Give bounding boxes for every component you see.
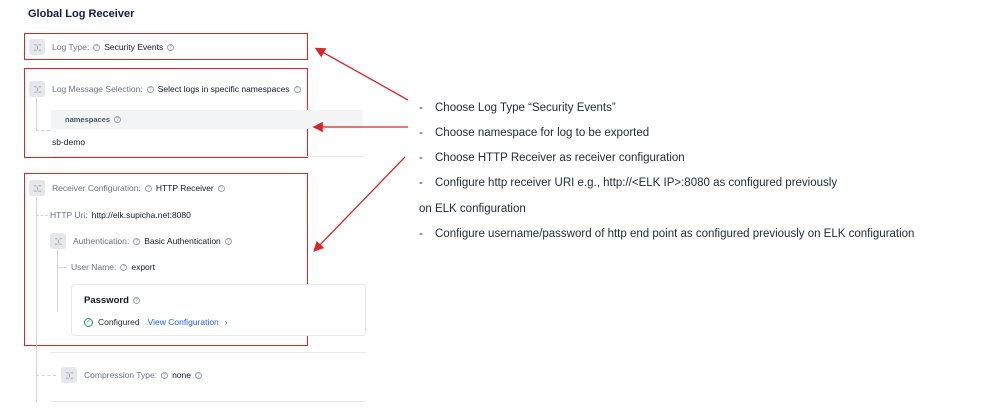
- receiver-row: Receiver Configuration: ? HTTP Receiver …: [29, 180, 225, 196]
- namespaces-column-header: namespaces ?: [51, 110, 363, 129]
- tree-connector: [57, 250, 58, 312]
- auth-value[interactable]: Basic Authentication: [144, 236, 221, 246]
- namespace-item[interactable]: sb-demo: [52, 137, 86, 147]
- help-icon[interactable]: ?: [120, 263, 128, 271]
- highlight-box-log-type: [24, 33, 308, 60]
- compression-section: [50, 352, 366, 402]
- auth-label: Authentication:: [73, 236, 130, 246]
- node-icon: [29, 39, 45, 55]
- help-icon[interactable]: ?: [146, 85, 154, 93]
- annotation-1: -Choose Log Type “Security Events”: [419, 102, 616, 114]
- receiver-value[interactable]: HTTP Receiver: [155, 183, 214, 193]
- tree-connector: [36, 375, 56, 376]
- node-icon: [29, 81, 45, 97]
- tree-connector: [36, 130, 50, 131]
- namespaces-header-label: namespaces: [65, 115, 111, 124]
- node-icon: [50, 233, 66, 249]
- annotation-4-continued: on ELK configuration: [419, 203, 526, 215]
- node-icon: [29, 180, 45, 196]
- log-selection-row: Log Message Selection: ? Select logs in …: [29, 81, 301, 97]
- page-title: Global Log Receiver: [28, 8, 135, 20]
- password-status-row: ✓ Configured View Configuration ›: [84, 317, 228, 327]
- password-card: Password ? ✓ Configured View Configurati…: [71, 284, 366, 336]
- chevron-right-icon[interactable]: ›: [224, 317, 228, 327]
- log-type-value[interactable]: Security Events: [104, 42, 164, 52]
- help-icon[interactable]: ?: [93, 43, 101, 51]
- username-value[interactable]: export: [131, 262, 155, 272]
- help-icon[interactable]: ?: [114, 116, 122, 123]
- view-configuration-link[interactable]: View Configuration: [147, 317, 219, 327]
- compression-label: Compression Type:: [84, 370, 158, 380]
- check-circle-icon: ✓: [84, 317, 93, 327]
- username-label: User Name:: [71, 262, 117, 272]
- tree-connector: [36, 197, 37, 402]
- tree-connector: [36, 215, 48, 216]
- password-title-row: Password ?: [84, 295, 140, 306]
- log-type-label: Log Type:: [52, 42, 90, 52]
- compression-value[interactable]: none: [172, 370, 191, 380]
- http-uri-label: HTTP Uri:: [50, 210, 88, 220]
- highlight-box-receiver: [24, 173, 308, 346]
- password-title: Password: [84, 295, 129, 306]
- log-type-row: Log Type: ? Security Events ?: [29, 39, 175, 55]
- help-icon[interactable]: ?: [195, 371, 202, 379]
- arrow-receiver: [313, 156, 406, 252]
- help-icon[interactable]: ?: [167, 43, 175, 51]
- tree-connector: [36, 98, 37, 130]
- receiver-label: Receiver Configuration:: [52, 183, 141, 193]
- log-selection-value[interactable]: Select logs in specific namespaces: [157, 84, 290, 94]
- help-icon[interactable]: ?: [224, 237, 232, 245]
- auth-row: Authentication: ? Basic Authentication ?: [50, 233, 232, 249]
- annotation-5: -Configure username/password of http end…: [419, 228, 915, 240]
- tree-connector: [57, 267, 67, 268]
- arrow-log-type: [314, 47, 409, 101]
- help-icon[interactable]: ?: [293, 85, 301, 93]
- annotation-4: -Configure http receiver URI e.g., http:…: [419, 177, 838, 189]
- help-icon[interactable]: ?: [144, 184, 152, 192]
- namespaces-table: [52, 130, 364, 157]
- http-uri-value[interactable]: http://elk.supicha.net:8080: [91, 210, 191, 220]
- compression-row: Compression Type: ? none ?: [61, 367, 202, 383]
- annotation-2: -Choose namespace for log to be exported: [419, 127, 650, 139]
- annotation-3: -Choose HTTP Receiver as receiver config…: [419, 152, 685, 164]
- http-uri-row: HTTP Uri: http://elk.supicha.net:8080: [50, 210, 191, 220]
- help-icon[interactable]: ?: [217, 184, 225, 192]
- password-status: Configured: [98, 317, 140, 327]
- log-selection-label: Log Message Selection:: [52, 84, 143, 94]
- help-icon[interactable]: ?: [161, 371, 169, 379]
- node-icon: [61, 367, 77, 383]
- help-icon[interactable]: ?: [133, 237, 141, 245]
- username-row: User Name: ? export: [71, 262, 155, 272]
- help-icon[interactable]: ?: [132, 297, 140, 304]
